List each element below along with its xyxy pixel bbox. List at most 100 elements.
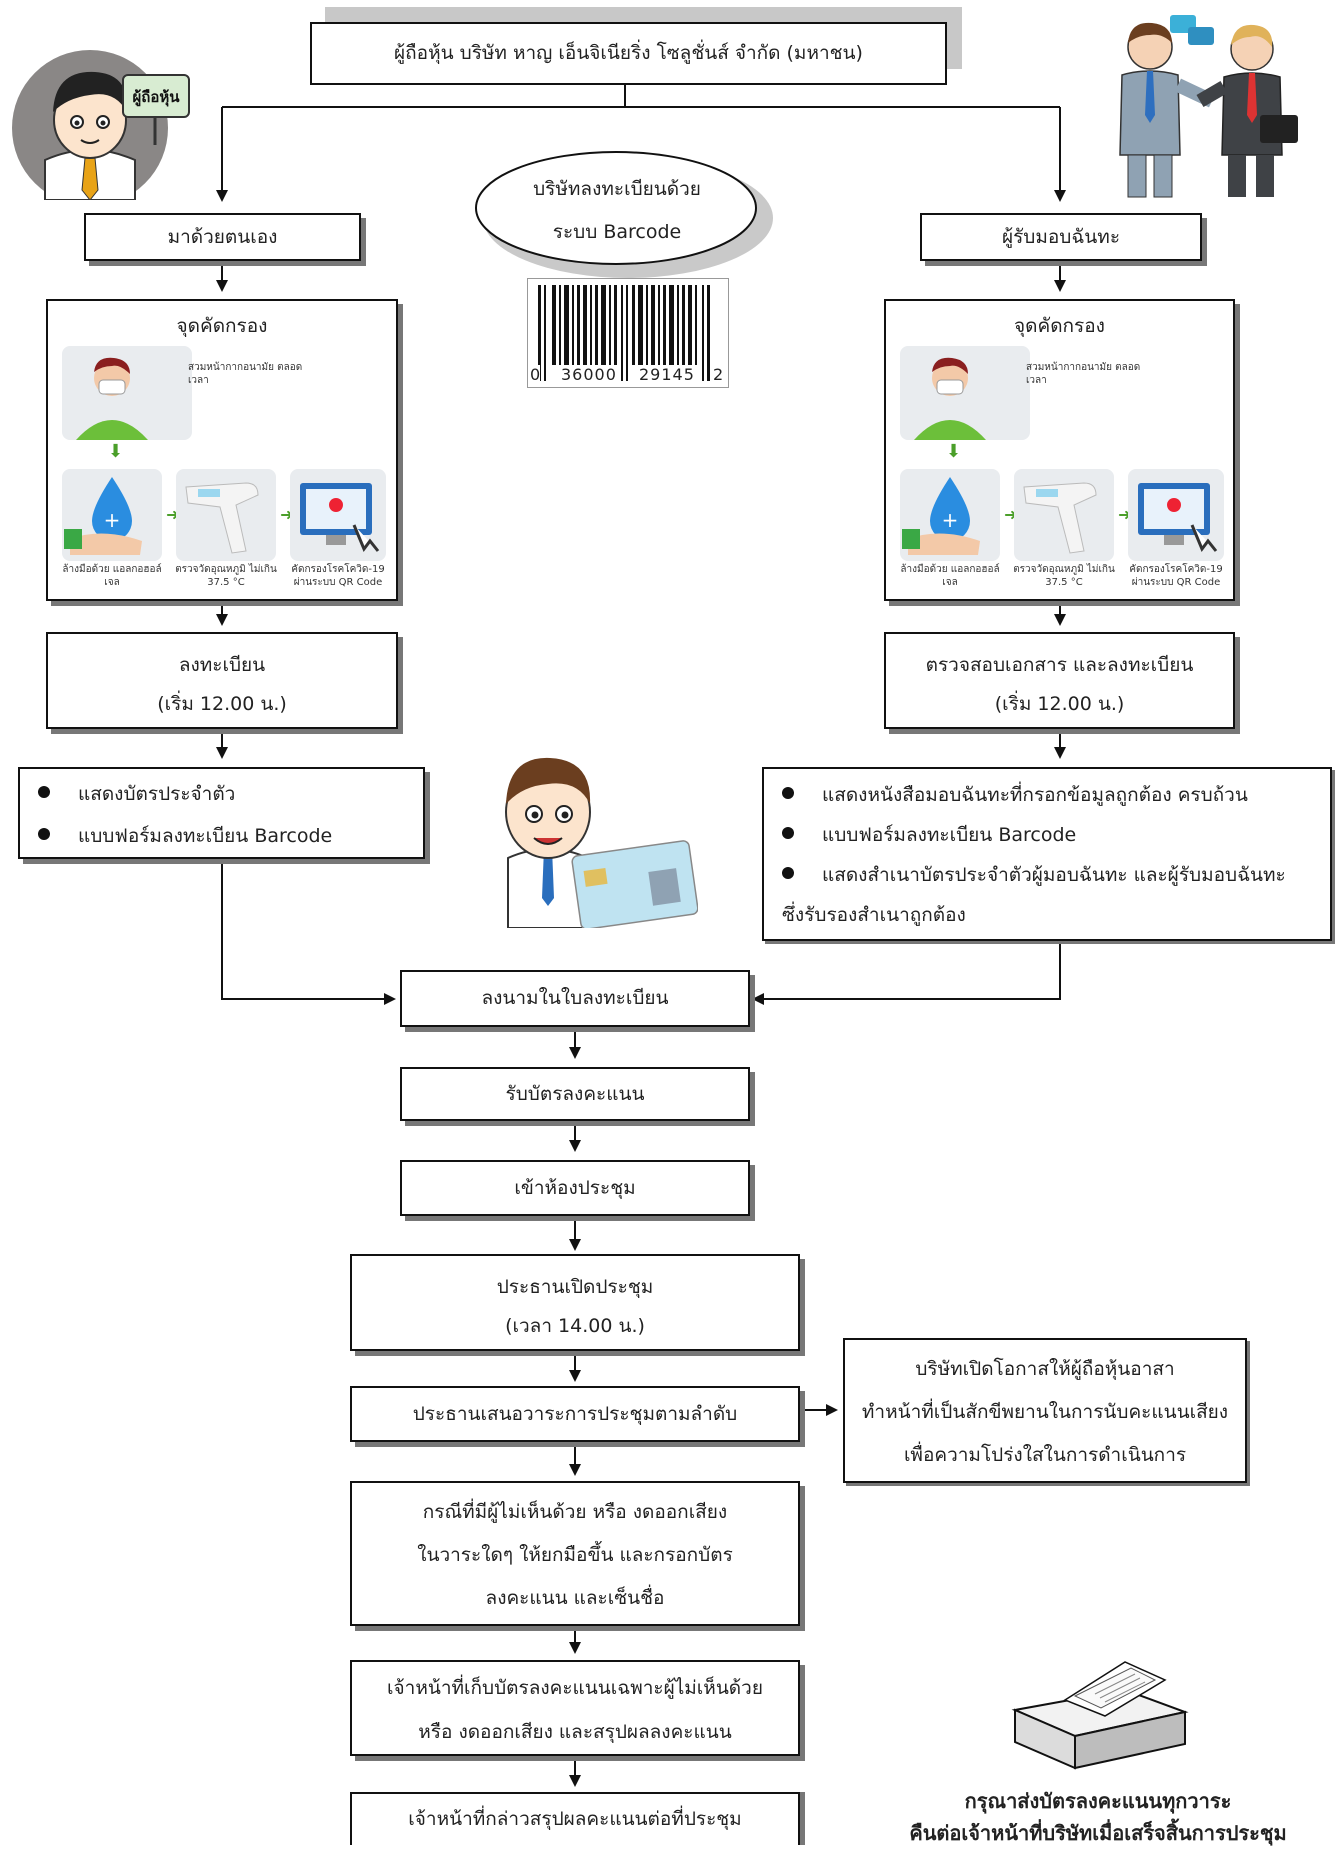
left-screening-box: จุดคัดกรอง สวมหน้ากากอนามัย ตลอดเวลา ⬇ +… bbox=[46, 299, 398, 601]
right-doc-text: แสดงสำเนาบัตรประจำตัวผู้มอบฉันทะ และผู้ร… bbox=[822, 864, 1286, 886]
left-register-box: ลงทะเบียน (เริ่ม 12.00 น.) bbox=[46, 632, 398, 729]
left-qr-panel bbox=[290, 469, 386, 561]
top-title: ผู้ถือหุ้น บริษัท หาญ เอ็นจิเนียริ่ง โซล… bbox=[394, 42, 863, 64]
volunteer-line1: บริษัทเปิดโอกาสให้ผู้ถือหุ้นอาสา bbox=[915, 1358, 1175, 1380]
right-docs-box: แสดงหนังสือมอบฉันทะที่กรอกข้อมูลถูกต้อง … bbox=[762, 767, 1332, 941]
hand-wash-icon: + bbox=[64, 477, 142, 555]
announce-box: เจ้าหน้าที่กล่าวสรุปผลคะแนนต่อที่ประชุม bbox=[350, 1792, 800, 1845]
barcode-digit-left: 0 bbox=[530, 365, 541, 384]
left-docs-box: แสดงบัตรประจำตัว แบบฟอร์มลงทะเบียน Barco… bbox=[18, 767, 425, 859]
svg-text:+: + bbox=[942, 508, 959, 532]
enter-room-text: เข้าห้องประชุม bbox=[514, 1177, 636, 1199]
left-doc-item: แบบฟอร์มลงทะเบียน Barcode bbox=[20, 815, 423, 857]
right-doc-item: แสดงสำเนาบัตรประจำตัวผู้มอบฉันทะ และผู้ร… bbox=[764, 855, 1330, 895]
thermometer-icon bbox=[1023, 482, 1097, 554]
bullet-dot-icon bbox=[782, 827, 794, 839]
right-register-line1: ตรวจสอบเอกสาร และลงทะเบียน bbox=[925, 654, 1194, 676]
right-temp-caption: ตรวจวัดอุณหภูมิ ไม่เกิน 37.5 °C bbox=[1013, 564, 1115, 588]
right-wash-panel: + bbox=[900, 469, 1000, 561]
shareholder-illustration: ผู้ถือหุ้น bbox=[12, 50, 190, 200]
left-down-arrow-icon: ⬇ bbox=[108, 441, 124, 462]
footer-note-line2: คืนต่อเจ้าหน้าที่บริษัทเมื่อเสร็จสิ้นการ… bbox=[909, 1821, 1287, 1845]
collect-box: เจ้าหน้าที่เก็บบัตรลงคะแนนเฉพาะผู้ไม่เห็… bbox=[350, 1660, 800, 1756]
id-card-illustration bbox=[505, 757, 698, 928]
barcode-ellipse-group: บริษัทลงทะเบียนด้วย ระบบ Barcode bbox=[470, 140, 773, 280]
left-thermometer-panel bbox=[176, 469, 276, 561]
chair-open-box: ประธานเปิดประชุม (เวลา 14.00 น.) bbox=[350, 1254, 800, 1351]
right-doc-text: แบบฟอร์มลงทะเบียน Barcode bbox=[822, 824, 1077, 846]
enter-room-box: เข้าห้องประชุม bbox=[400, 1160, 750, 1216]
barcode-ellipse-line1: บริษัทลงทะเบียนด้วย bbox=[533, 178, 701, 200]
right-doc-item: แบบฟอร์มลงทะเบียน Barcode bbox=[764, 815, 1330, 855]
shareholder-sign-text: ผู้ถือหุ้น bbox=[132, 88, 180, 107]
agenda-box: ประธานเสนอวาระการประชุมตามลำดับ bbox=[350, 1386, 800, 1442]
left-temp-caption: ตรวจวัดอุณหภูมิ ไม่เกิน 37.5 °C bbox=[175, 564, 277, 588]
disagree-line2: ในวาระใดๆ ให้ยกมือขึ้น และกรอกบัตร bbox=[417, 1544, 733, 1566]
barcode-digits-group1: 36000 bbox=[561, 365, 617, 384]
right-doc-text: แสดงหนังสือมอบฉันทะที่กรอกข้อมูลถูกต้อง … bbox=[822, 784, 1248, 806]
right-qr-panel bbox=[1128, 469, 1224, 561]
right-wash-caption: ล้างมือด้วย แอลกอฮอล์เจล bbox=[900, 564, 1000, 588]
mask-person-icon bbox=[76, 357, 148, 440]
left-register-line1: ลงทะเบียน bbox=[178, 654, 266, 676]
left-qr-caption: คัดกรองโรคโควิด-19 ผ่านระบบ QR Code bbox=[291, 564, 385, 588]
right-down-arrow-icon: ⬇ bbox=[946, 441, 962, 462]
right-branch-title: ผู้รับมอบฉันทะ bbox=[1001, 226, 1121, 248]
right-thermometer-panel bbox=[1014, 469, 1114, 561]
sign-name-box: ลงนามในใบลงทะเบียน bbox=[400, 970, 750, 1027]
top-title-box: ผู้ถือหุ้น บริษัท หาญ เอ็นจิเนียริ่ง โซล… bbox=[310, 22, 947, 85]
sign-name-text: ลงนามในใบลงทะเบียน bbox=[481, 987, 669, 1009]
right-mask-panel bbox=[900, 346, 1030, 440]
handshake-illustration bbox=[1119, 15, 1298, 198]
left-screening-title: จุดคัดกรอง bbox=[176, 315, 268, 337]
footer-note: กรุณาส่งบัตรลงคะแนนทุกวาระ คืนต่อเจ้าหน้… bbox=[858, 1785, 1338, 1849]
right-screening-box: จุดคัดกรอง สวมหน้ากากอนามัย ตลอดเวลา ⬇ +… bbox=[884, 299, 1235, 601]
barcode-ellipse-line2: ระบบ Barcode bbox=[552, 221, 682, 243]
chair-open-line2: (เวลา 14.00 น.) bbox=[505, 1315, 645, 1337]
right-doc-continuation: ซึ่งรับรองสำเนาถูกต้อง bbox=[782, 904, 966, 926]
collect-line1: เจ้าหน้าที่เก็บบัตรลงคะแนนเฉพาะผู้ไม่เห็… bbox=[387, 1677, 763, 1699]
computer-qr-icon bbox=[300, 483, 380, 552]
left-wash-caption: ล้างมือด้วย แอลกอฮอล์เจล bbox=[62, 564, 162, 588]
right-register-box: ตรวจสอบเอกสาร และลงทะเบียน (เริ่ม 12.00 … bbox=[884, 632, 1235, 729]
right-mask-caption: สวมหน้ากากอนามัย ตลอดเวลา bbox=[1026, 362, 1141, 386]
bullet-dot-icon bbox=[782, 867, 794, 879]
disagree-box: กรณีที่มีผู้ไม่เห็นด้วย หรือ งดออกเสียง … bbox=[350, 1481, 800, 1626]
left-branch-title-box: มาด้วยตนเอง bbox=[84, 213, 361, 261]
receive-ballot-text: รับบัตรลงคะแนน bbox=[505, 1083, 645, 1105]
disagree-line3: ลงคะแนน และเซ็นชื่อ bbox=[485, 1587, 665, 1609]
announce-text: เจ้าหน้าที่กล่าวสรุปผลคะแนนต่อที่ประชุม bbox=[408, 1808, 742, 1830]
left-mask-caption: สวมหน้ากากอนามัย ตลอดเวลา bbox=[188, 362, 303, 386]
collect-line2: หรือ งดออกเสียง และสรุปผลลงคะแนน bbox=[418, 1721, 732, 1743]
bullet-dot-icon bbox=[38, 786, 50, 798]
agenda-text: ประธานเสนอวาระการประชุมตามลำดับ bbox=[412, 1403, 738, 1425]
barcode-digits-group2: 29145 bbox=[639, 365, 695, 384]
volunteer-line3: เพื่อความโปร่งใสในการดำเนินการ bbox=[903, 1444, 1187, 1466]
barcode-ellipse-shape bbox=[475, 151, 773, 278]
bullet-dot-icon bbox=[38, 828, 50, 840]
left-wash-panel: + bbox=[62, 469, 162, 561]
left-branch-title: มาด้วยตนเอง bbox=[167, 226, 278, 248]
thermometer-icon bbox=[185, 482, 259, 554]
hand-wash-icon: + bbox=[902, 477, 980, 555]
disagree-line1: กรณีที่มีผู้ไม่เห็นด้วย หรือ งดออกเสียง bbox=[422, 1501, 728, 1523]
footer-note-line1: กรุณาส่งบัตรลงคะแนนทุกวาระ bbox=[964, 1789, 1232, 1813]
barcode-bars bbox=[538, 285, 710, 381]
chair-open-line1: ประธานเปิดประชุม bbox=[496, 1276, 654, 1298]
svg-text:+: + bbox=[104, 508, 121, 532]
volunteer-box: บริษัทเปิดโอกาสให้ผู้ถือหุ้นอาสา ทำหน้าท… bbox=[843, 1338, 1247, 1483]
mask-person-icon bbox=[914, 357, 986, 440]
left-mask-panel bbox=[62, 346, 192, 440]
receive-ballot-box: รับบัตรลงคะแนน bbox=[400, 1067, 750, 1121]
right-qr-caption: คัดกรองโรคโควิด-19 ผ่านระบบ QR Code bbox=[1129, 564, 1223, 588]
volunteer-line2: ทำหน้าที่เป็นสักขีพยานในการนับคะแนนเสียง bbox=[861, 1401, 1229, 1423]
left-doc-item: แสดงบัตรประจำตัว bbox=[20, 773, 423, 815]
left-doc-text: แสดงบัตรประจำตัว bbox=[78, 783, 236, 805]
computer-qr-icon bbox=[1138, 483, 1218, 552]
right-register-line2: (เริ่ม 12.00 น.) bbox=[994, 693, 1125, 715]
right-branch-title-box: ผู้รับมอบฉันทะ bbox=[920, 213, 1202, 261]
bullet-dot-icon bbox=[782, 787, 794, 799]
right-screening-title: จุดคัดกรอง bbox=[1014, 315, 1105, 337]
left-doc-text: แบบฟอร์มลงทะเบียน Barcode bbox=[78, 825, 333, 847]
